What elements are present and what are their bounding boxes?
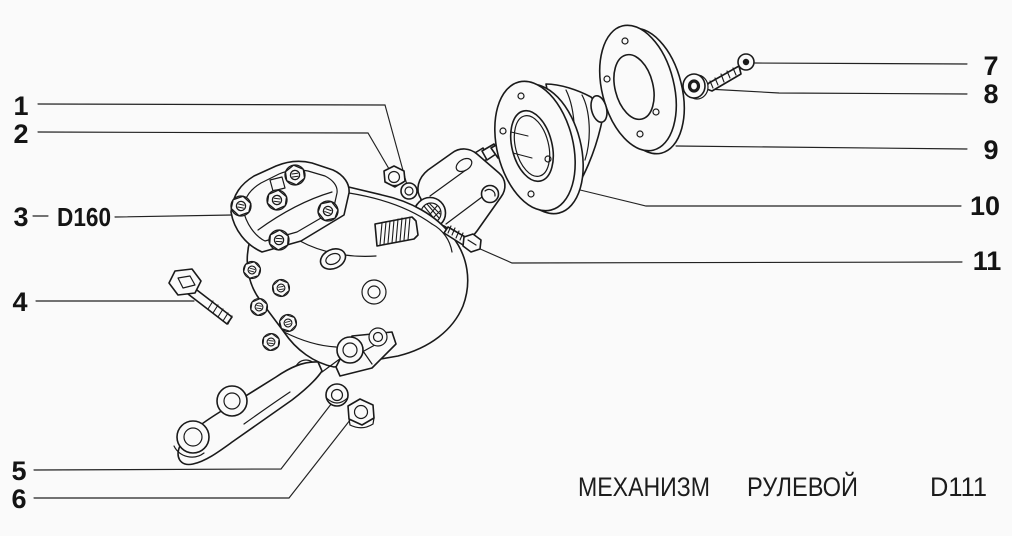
leader-2	[37, 131, 393, 175]
part-bolt-4	[168, 268, 233, 325]
part-sealing-boot-10	[494, 80, 608, 215]
leader-11	[477, 247, 963, 264]
leader-9	[675, 145, 968, 150]
leader-5	[33, 398, 336, 471]
pitman-arm	[173, 361, 323, 466]
part-screw-7	[703, 53, 755, 92]
leader-6	[33, 414, 355, 499]
callout-11: 11	[973, 246, 1002, 276]
callout-2: 2	[13, 119, 28, 149]
callout-1: 1	[13, 91, 28, 121]
part-nut-6	[347, 398, 375, 429]
leader-1	[37, 103, 408, 186]
part-bolt-11	[443, 225, 482, 253]
part-washer-5	[325, 383, 349, 407]
callout-4: 4	[12, 287, 27, 317]
caption-word-mechanism: МЕХАНИЗМ	[578, 472, 710, 502]
part-washer-8	[682, 73, 709, 100]
adjusting-stud	[264, 176, 290, 213]
part-steering-gearbox-3	[173, 160, 469, 466]
callout-leaders	[32, 62, 968, 499]
callout-9: 9	[983, 135, 998, 165]
leader-8	[706, 88, 968, 95]
callout-8: 8	[983, 79, 998, 109]
part-nut-2	[383, 165, 406, 188]
callout-10: 10	[970, 191, 1000, 221]
diagram-code: D111	[930, 472, 987, 502]
callout-labels: 1 2 3 D160 4 5 6 7 8 9 10 11	[11, 51, 1001, 514]
leader-3	[114, 214, 233, 218]
callout-6: 6	[11, 484, 26, 514]
part-flange-plate-9	[598, 24, 686, 155]
caption-word-steering: РУЛЕВОЙ	[747, 471, 858, 502]
callout-3-ref-code: D160	[57, 202, 111, 232]
callout-7: 7	[983, 51, 998, 81]
leader-7	[754, 62, 968, 65]
callout-3: 3	[13, 202, 28, 232]
callout-5: 5	[11, 456, 26, 486]
part-washer-1	[400, 182, 418, 200]
caption: МЕХАНИЗМ РУЛЕВОЙ D111	[578, 471, 987, 502]
leader-10	[575, 188, 962, 207]
